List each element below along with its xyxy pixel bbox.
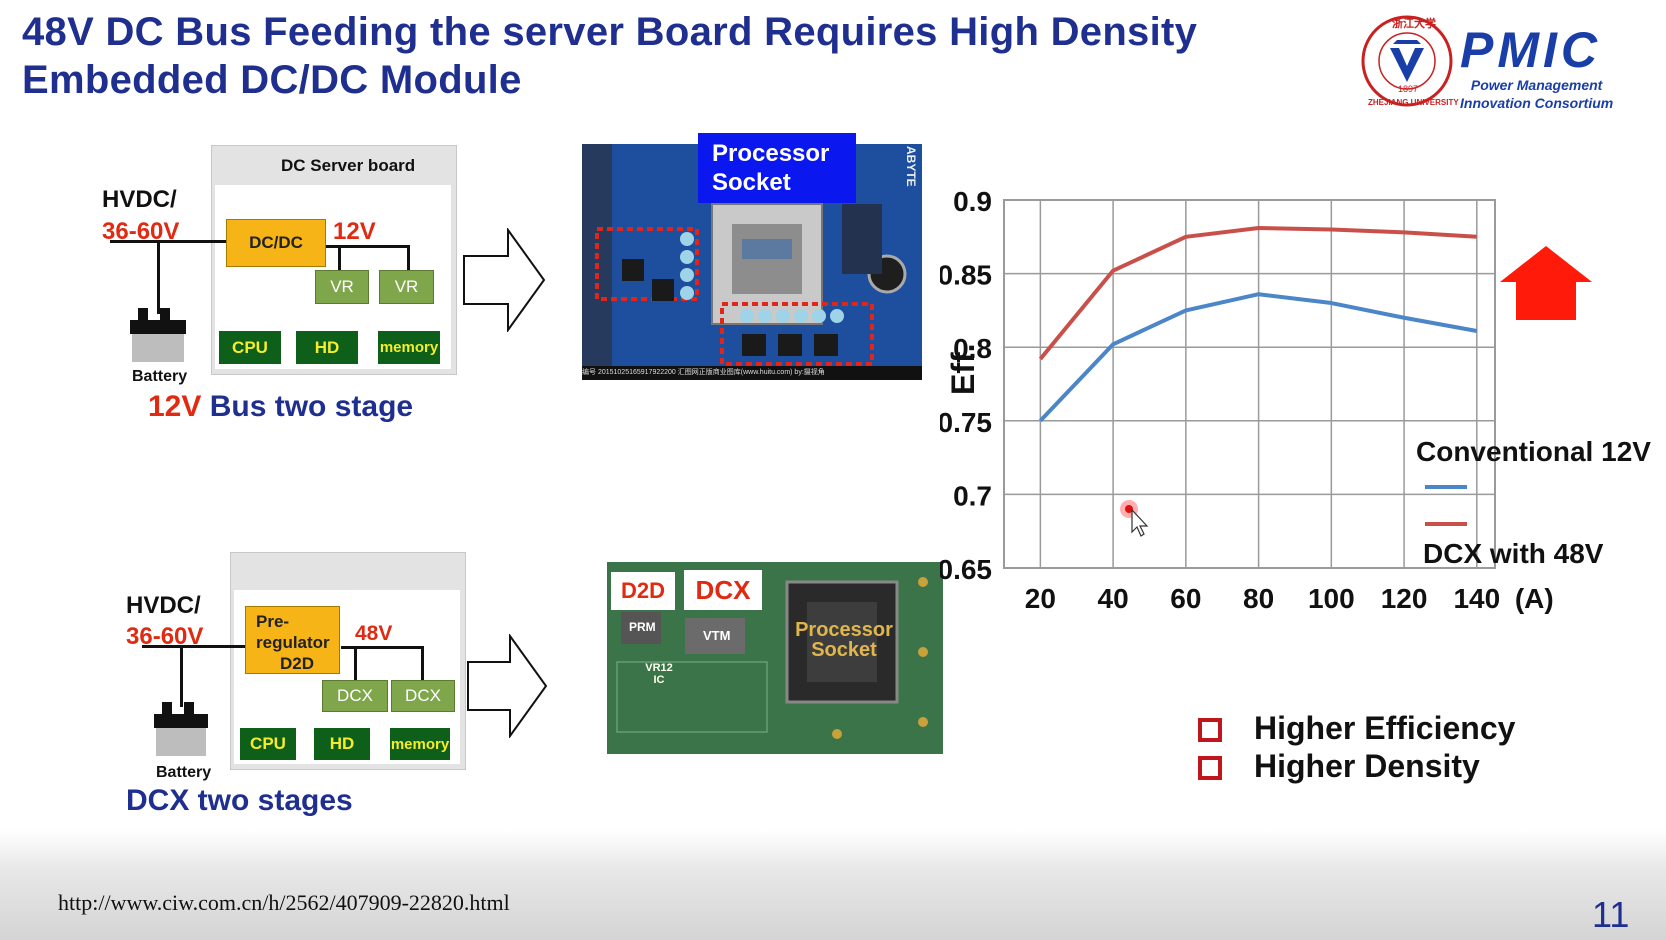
arrow-right-icon: [467, 634, 548, 738]
y-axis-label: Eff.: [945, 343, 981, 395]
legend-swatch-conventional: [1425, 485, 1467, 489]
bus-line: [110, 240, 227, 243]
dcx2-line: [421, 646, 424, 682]
board-brand-text: ABYTE: [904, 146, 918, 187]
chip-prm: PRM: [629, 620, 656, 634]
legend-label-conventional: Conventional 12V: [1416, 436, 1651, 467]
hd-box-12v: HD: [296, 331, 358, 364]
series-line-conventional-12v: [1038, 292, 1478, 423]
dcdc-converter-box: DC/DC: [226, 219, 326, 267]
x-tick-label: 40: [1098, 583, 1129, 614]
pmic-name: PMIC: [1460, 22, 1601, 78]
x-tick-label: 120: [1381, 583, 1428, 614]
slide-title: 48V DC Bus Feeding the server Board Requ…: [22, 8, 1197, 104]
y-tick-label: 0.9: [953, 186, 992, 217]
battery-icon: [154, 702, 208, 756]
processor-socket-label-line1: Processor: [712, 140, 830, 167]
socket-text-photo2-line2: Socket: [811, 639, 877, 661]
series-line-dcx-48v: [1038, 225, 1477, 361]
slide-title-line2: Embedded DC/DC Module: [22, 58, 522, 102]
bullet-square-icon: [1198, 756, 1222, 780]
pre-regulator-box: Pre- regulator D2D: [245, 606, 340, 674]
photo-watermark: 编号 20151025165917922200 汇图网正版商业图库(www.hu…: [582, 369, 825, 376]
x-tick-label: 140: [1453, 583, 1500, 614]
caption-12v-text: Bus two stage: [201, 390, 414, 423]
pmic-subtitle-1: Power Management: [1470, 77, 1603, 93]
memory-box-12v: memory: [378, 331, 440, 364]
vr2-line: [407, 245, 410, 273]
seal-text: ZHEJIANG UNIVERSITY: [1368, 98, 1459, 107]
bullet-higher-density: Higher Density: [1254, 748, 1480, 784]
chip-vr12: VR12 IC: [645, 662, 673, 686]
pre-regulator-line1: Pre-: [256, 612, 290, 631]
dcx1-line: [354, 646, 357, 682]
bus-voltage-12v: 12V: [333, 218, 376, 245]
y-tick-label: 0.8: [953, 333, 992, 364]
dcx-box-2: DCX: [391, 680, 455, 712]
x-unit-label: (A): [1515, 583, 1554, 614]
seal-year: 1897: [1398, 84, 1419, 94]
x-tick-label: 20: [1025, 583, 1056, 614]
bullet-square-icon: [1198, 718, 1222, 742]
y-tick-label: 0.75: [940, 407, 992, 438]
legend-swatch-dcx: [1425, 522, 1467, 526]
battery-icon: [130, 308, 186, 362]
source-url: http://www.ciw.com.cn/h/2562/407909-2282…: [58, 890, 510, 915]
efficiency-chart: 0.9 0.85 0.8 0.75 0.7 0.65 20 40 60 80 100 120 140 (A…: [940, 186, 1554, 614]
zhejiang-university-seal-icon: [1361, 15, 1453, 107]
pmic-subtitle-2: Innovation Consortium: [1460, 95, 1614, 111]
y-tick-label: 0.65: [940, 554, 992, 585]
mouse-cursor-icon: [1120, 500, 1149, 537]
x-tick-label: 60: [1170, 583, 1201, 614]
seal-chars: 浙江大学: [1392, 18, 1436, 30]
bus-line-48v-in: [142, 645, 246, 648]
y-tick-label: 0.85: [940, 260, 992, 291]
slide-footer: [0, 830, 1666, 940]
hvdc-label-48v: HVDC/: [126, 592, 201, 619]
arrow-right-icon: [463, 228, 546, 332]
socket-text-photo2-line1: Processor: [795, 619, 893, 641]
caption-48v: DCX two stages: [126, 784, 353, 817]
memory-box-48v: memory: [390, 728, 450, 760]
dcx-box-1: DCX: [322, 680, 388, 712]
vr-box-2: VR: [379, 270, 434, 304]
up-arrow-icon: [1500, 246, 1592, 320]
bus-voltage-48v: 48V: [355, 622, 393, 645]
y-tick-label: 0.7: [953, 480, 992, 511]
x-tick-label: 100: [1308, 583, 1355, 614]
bus-line-12v: [325, 245, 410, 248]
slide-title-line1: 48V DC Bus Feeding the server Board Requ…: [22, 10, 1198, 54]
battery-line-48v: [180, 645, 183, 707]
pre-regulator-line2: regulator: [256, 633, 330, 652]
pre-regulator-line3: D2D: [280, 654, 315, 673]
hvdc-label-12v: HVDC/: [102, 186, 177, 213]
vr-box-1: VR: [315, 270, 369, 304]
processor-socket-label-line2: Socket: [712, 169, 791, 196]
caption-12v-voltage: 12V: [148, 390, 202, 423]
motherboard-image: [582, 144, 922, 380]
battery-label-48v: Battery: [156, 764, 212, 781]
legend-label-dcx: DCX with 48V: [1423, 538, 1604, 569]
board-title: DC Server board: [281, 156, 416, 175]
hd-box-48v: HD: [314, 728, 370, 760]
bullet-higher-efficiency: Higher Efficiency: [1254, 710, 1516, 746]
cpu-box-48v: CPU: [240, 728, 296, 760]
cpu-box-12v: CPU: [219, 331, 281, 364]
pmic-logo: PMIC Power Management Innovation Consort…: [1460, 24, 1613, 112]
d2d-label: D2D: [611, 572, 675, 610]
socket-text-photo2: Processor Socket: [791, 620, 897, 660]
processor-socket-label: Processor Socket: [698, 133, 856, 203]
battery-label-12v: Battery: [132, 368, 188, 385]
x-tick-label: 80: [1243, 583, 1274, 614]
battery-line: [157, 240, 160, 314]
chip-vtm: VTM: [703, 628, 731, 643]
caption-12v: 12V Bus two stage: [148, 390, 413, 424]
vr1-line: [338, 245, 341, 273]
page-number: 11: [1592, 894, 1630, 935]
bus-line-48v: [341, 646, 424, 649]
dcx-label: DCX: [684, 570, 762, 610]
